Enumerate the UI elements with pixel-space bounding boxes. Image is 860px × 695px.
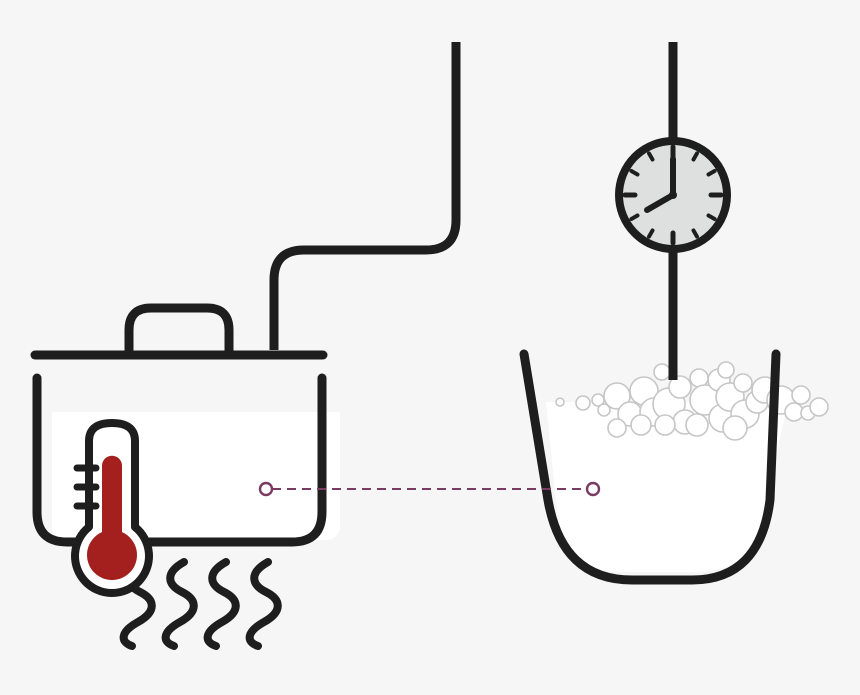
clock-tick [706,169,717,177]
foam-bubble [685,413,709,437]
connector-end-dot [585,481,601,497]
foam-bubble [607,418,627,438]
bowl-outline [519,349,781,585]
foam-bubble [717,361,735,379]
foam-bubble [654,414,676,436]
pot-body [32,373,327,547]
thermometer-bulb [87,530,137,580]
clock-tick [706,213,717,221]
foam-bubble [555,397,565,407]
clock-tick [629,169,640,177]
foam-bubble [653,363,671,381]
foam-bubble [575,395,591,411]
connector-line [258,481,601,497]
clock-tick [629,213,640,221]
clock-tick [691,228,699,239]
foam-bubble [722,415,748,441]
connector-start-dot [258,481,274,497]
foam-bubble [630,414,652,436]
clock-icon [615,137,731,253]
foam-bubble [791,385,811,405]
bowl-liquid [546,402,788,572]
clock-center [669,191,677,199]
heat-wave [203,558,240,650]
thermometer-tube [102,455,122,545]
clock-ticks [622,144,724,246]
clock-tick [691,151,699,162]
foam-bubble [733,373,753,393]
foam-bubble [668,375,692,399]
thermometer-icon [71,419,153,597]
foam-bubble [597,403,611,417]
foam-bubble [809,397,829,417]
clock-tick [647,151,655,162]
bubbles-icon [555,361,829,441]
foam-bubble [603,382,631,410]
clock-tick [647,228,655,239]
pipe [269,42,461,350]
bowl-icon [519,248,829,585]
heat-wave [161,558,198,650]
heat-wave [245,558,282,650]
pot-lid-handle [124,303,234,353]
clock-hour-hand [644,192,676,213]
